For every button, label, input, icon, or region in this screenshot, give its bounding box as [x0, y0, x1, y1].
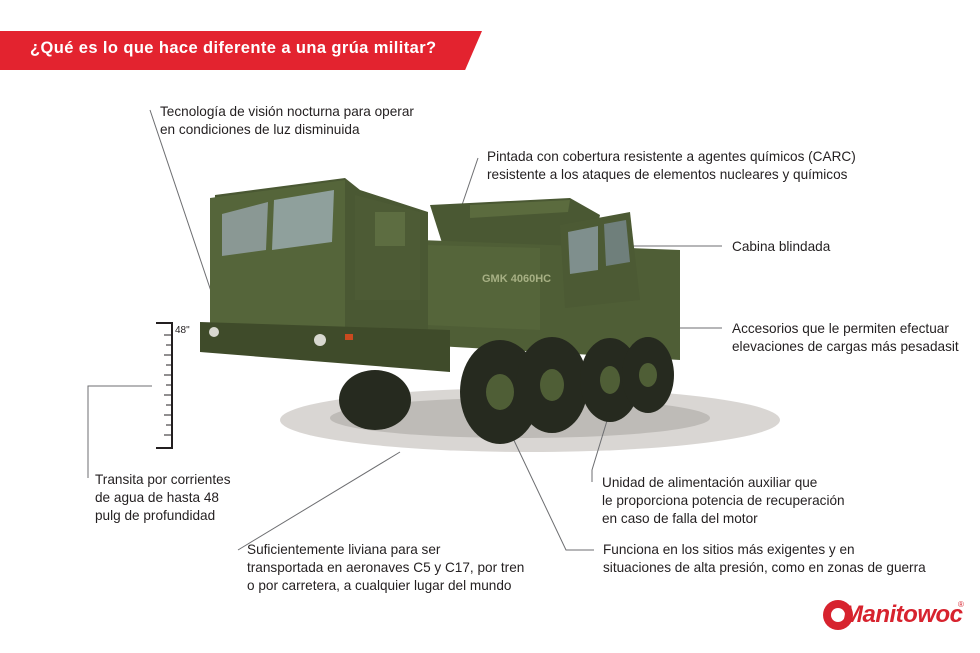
- callout-cab: Cabina blindada: [732, 239, 831, 254]
- callout-apu: Unidad de alimentación auxiliar que le p…: [602, 475, 845, 526]
- callout-carc: Pintada con cobertura resistente a agent…: [487, 149, 856, 182]
- logo-text: Manitowoc: [843, 601, 963, 628]
- depth-gauge: [156, 322, 173, 449]
- windshield-right: [272, 190, 334, 250]
- model-label: GMK 4060HC: [482, 273, 551, 285]
- leader-night-vision: [149, 109, 219, 313]
- callout-fording: Transita por corrientes de agua de hasta…: [95, 472, 231, 523]
- manitowoc-logo: Manitowoc ®: [823, 600, 964, 630]
- windshield-left: [222, 202, 268, 256]
- callout-night-vision: Tecnología de visión nocturna para opera…: [160, 104, 414, 137]
- banner-title: ¿Qué es lo que hace diferente a una grúa…: [30, 39, 437, 57]
- leader-carc: [461, 157, 479, 206]
- logo-mark-icon: [823, 600, 853, 630]
- callout-accessories: Accesorios que le permiten efectuar elev…: [732, 321, 959, 354]
- front-bumper: [200, 322, 450, 372]
- leader-terrain: [509, 431, 594, 551]
- callout-transport: Suficientemente liviana para ser transpo…: [247, 542, 525, 593]
- operator-cab-window: [568, 226, 598, 274]
- title-banner: ¿Qué es lo que hace diferente a una grúa…: [0, 31, 482, 70]
- leader-transport: [237, 451, 401, 551]
- cab-side-door: [355, 195, 420, 300]
- gauge-label: 48": [175, 325, 190, 336]
- wheel-hubs: [486, 363, 657, 410]
- leader-fording: [87, 385, 152, 478]
- side-panel: [425, 245, 540, 330]
- registered-mark: ®: [958, 600, 964, 609]
- callout-terrain: Funciona en los sitios más exigentes y e…: [603, 542, 926, 575]
